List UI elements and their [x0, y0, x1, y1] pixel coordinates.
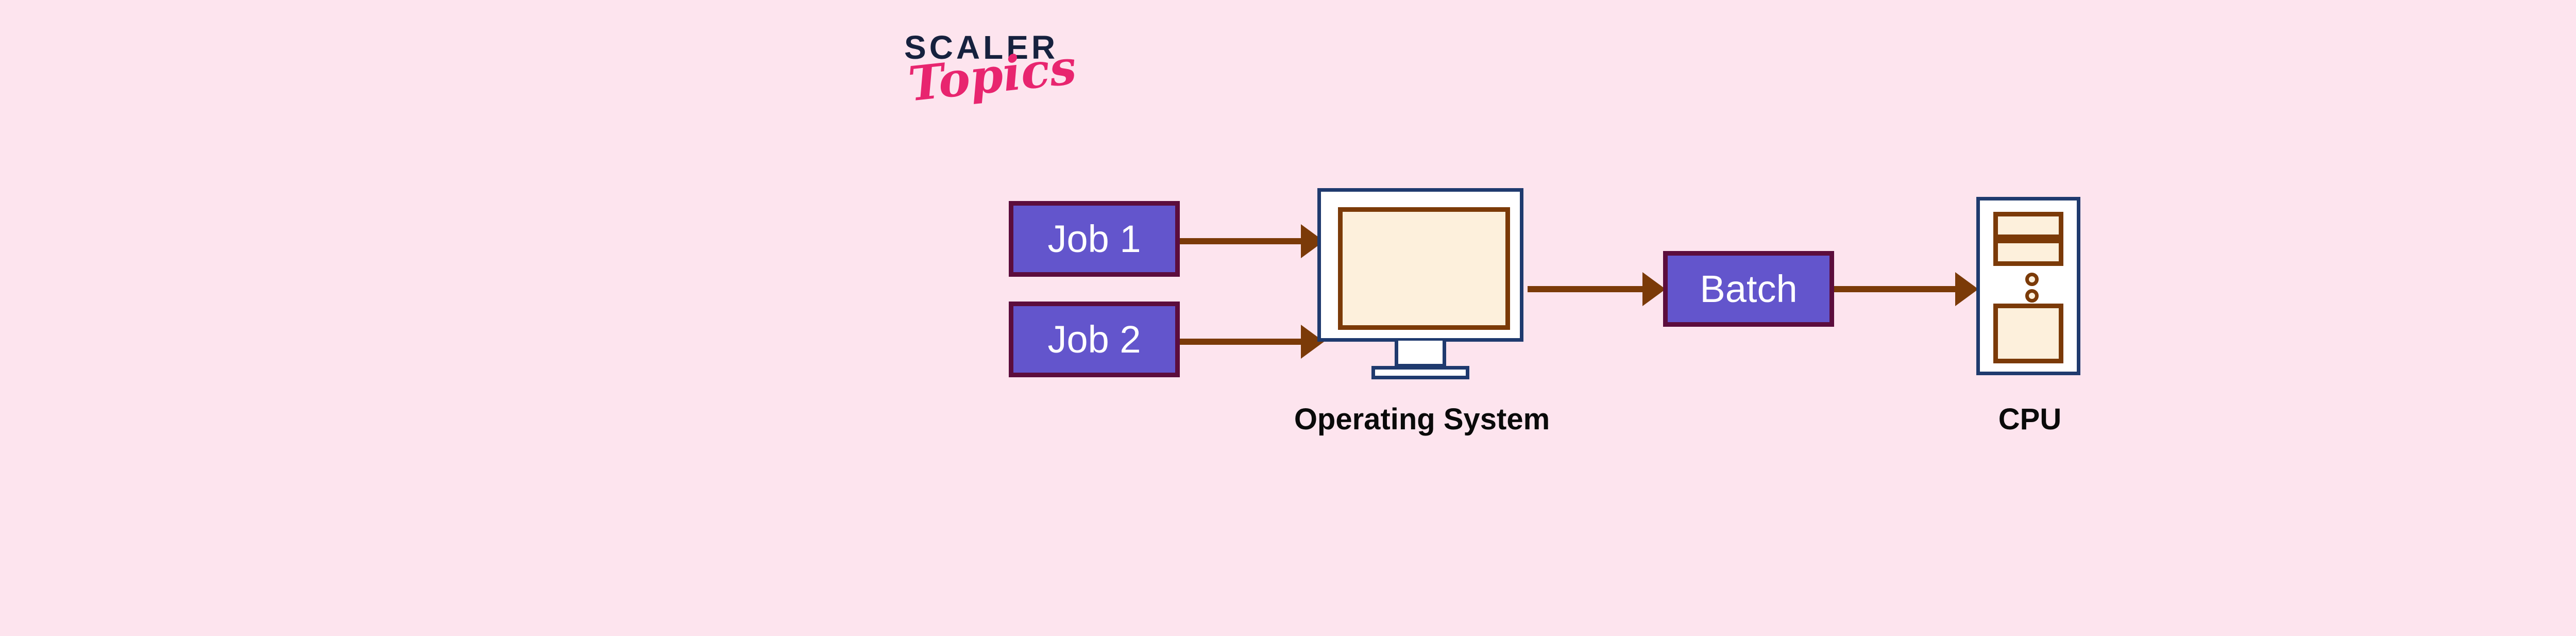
- scaler-topics-logo: SCALER Topics: [904, 31, 1121, 149]
- job-1-box: Job 1: [1009, 201, 1180, 277]
- arrow-head-icon: [1955, 272, 1978, 306]
- arrow-shaft: [1180, 238, 1303, 244]
- batch-box: Batch: [1663, 251, 1834, 327]
- job-2-box: Job 2: [1009, 302, 1180, 377]
- monitor-base: [1371, 366, 1469, 379]
- cpu-tower-icon: [1976, 197, 2080, 375]
- cpu-power-button-icon: [2025, 273, 2039, 286]
- monitor-frame: [1317, 188, 1523, 342]
- monitor-neck: [1395, 341, 1446, 367]
- cpu-drive-bay-2: [1993, 239, 2063, 266]
- operating-system-label: Operating System: [1294, 403, 1550, 436]
- arrow-job1-to-os: [1180, 223, 1324, 259]
- monitor-screen: [1338, 207, 1510, 330]
- cpu-reset-button-icon: [2025, 289, 2039, 303]
- arrow-shaft: [1528, 286, 1645, 292]
- cpu-front-panel: [1993, 304, 2063, 363]
- arrow-os-to-batch: [1528, 271, 1667, 307]
- batch-label: Batch: [1700, 267, 1798, 310]
- job-1-label: Job 1: [1047, 217, 1141, 260]
- arrow-shaft: [1180, 339, 1303, 345]
- arrow-head-icon: [1642, 272, 1666, 306]
- arrow-job2-to-os: [1180, 324, 1324, 360]
- arrow-shaft: [1834, 286, 1958, 292]
- cpu-drive-bay-1: [1993, 212, 2063, 239]
- arrow-batch-to-cpu: [1834, 271, 1981, 307]
- job-2-label: Job 2: [1047, 317, 1141, 361]
- cpu-label: CPU: [1998, 403, 2062, 436]
- logo-scaler-text: SCALER: [904, 29, 1059, 66]
